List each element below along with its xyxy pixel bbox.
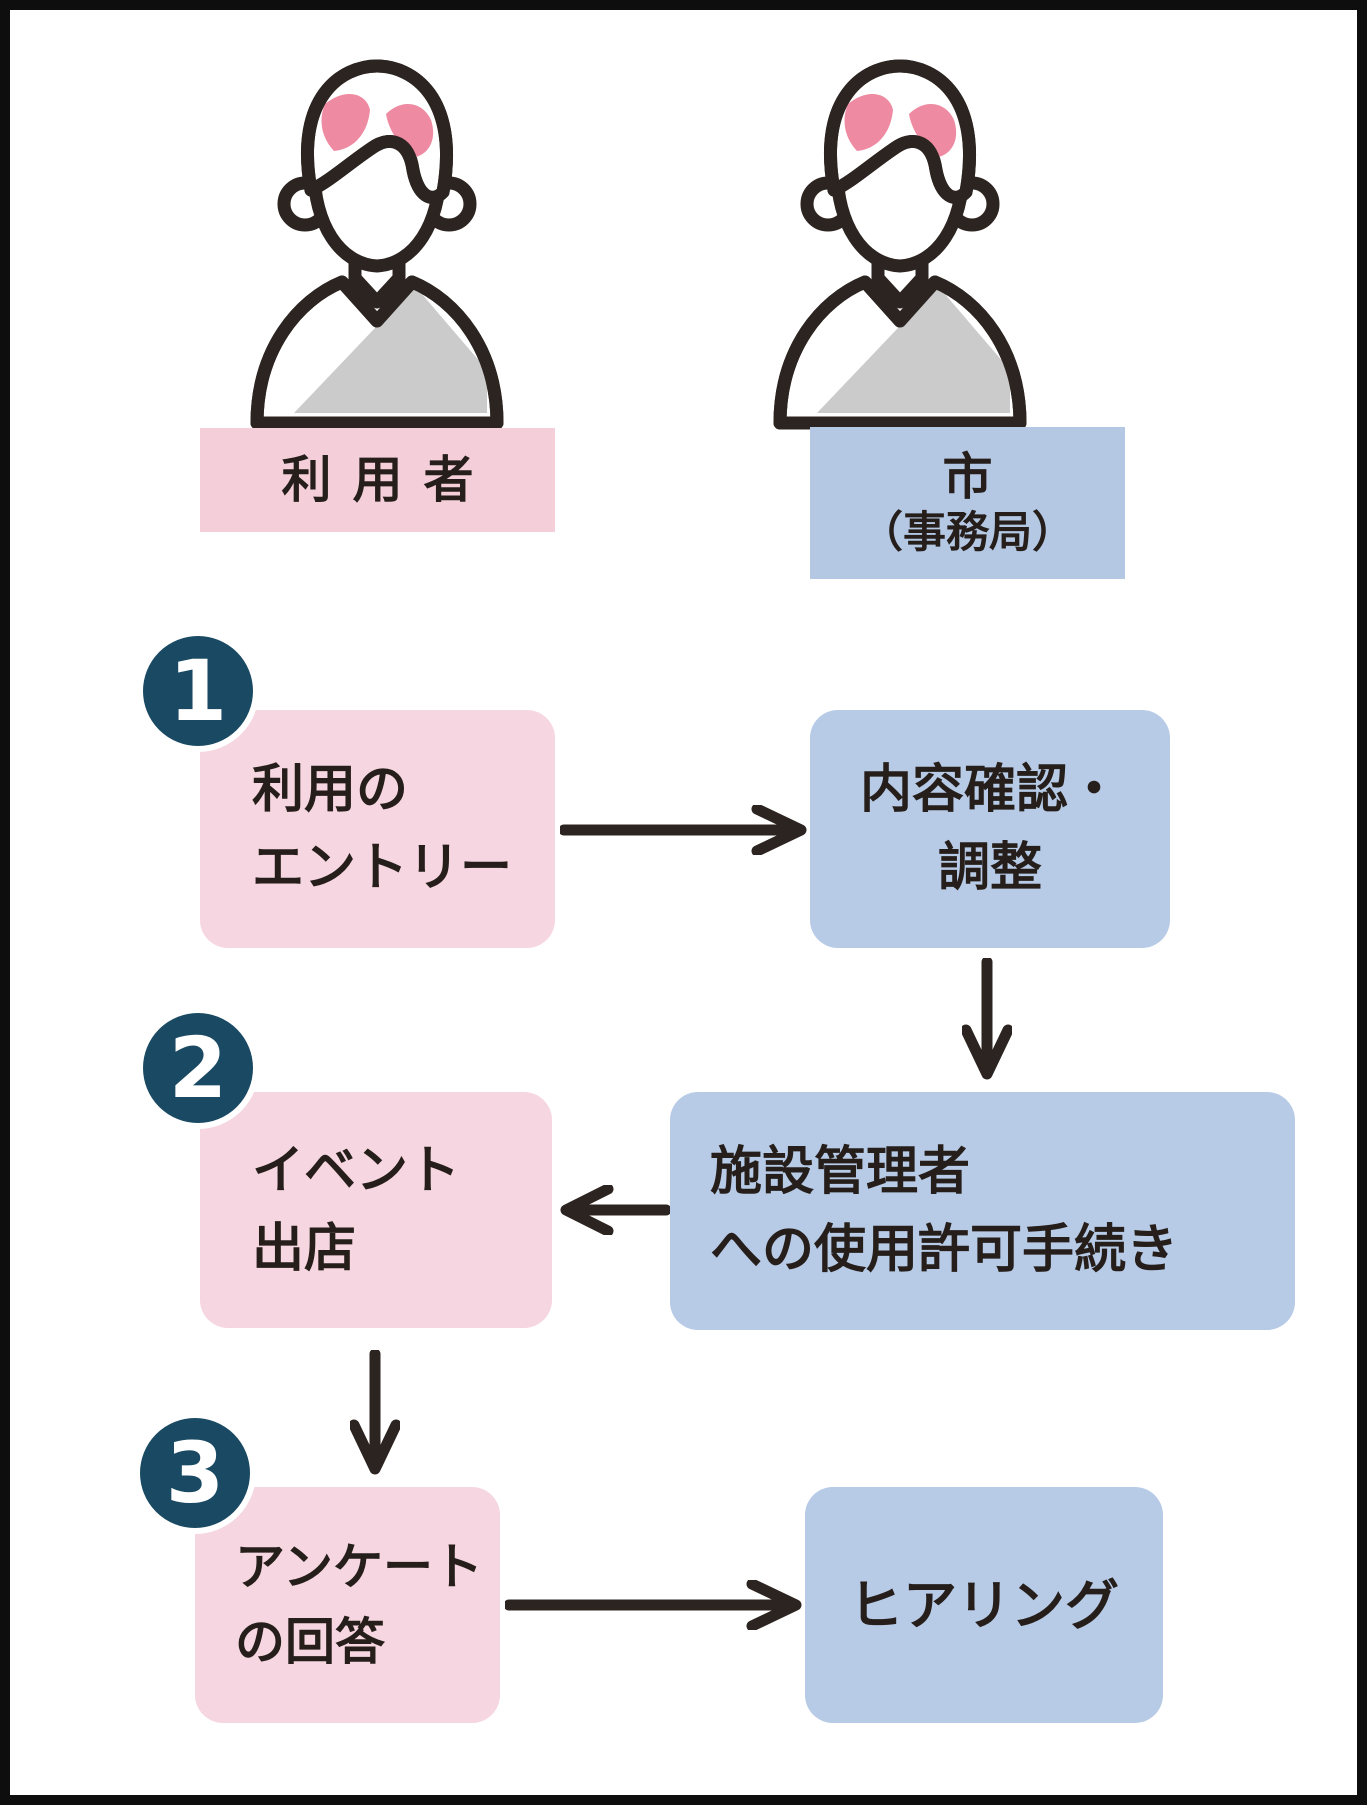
step-2-city-line1: 施設管理者 xyxy=(710,1142,971,1202)
step-2-user-box: イベント 出店 xyxy=(200,1092,552,1328)
step-1-number: 1 xyxy=(168,642,228,740)
step-3-badge: 3 xyxy=(134,1412,256,1534)
actor-city-text-line1: 市 xyxy=(942,447,993,506)
step-1-badge: 1 xyxy=(137,630,259,752)
step-2-user-line2: 出店 xyxy=(252,1219,357,1279)
step-3-city-box: ヒアリング xyxy=(805,1487,1163,1723)
step-1-user-box: 利用の エントリー xyxy=(200,710,555,948)
arrow-down-icon xyxy=(350,1350,400,1475)
step-1-user-line2: エントリー xyxy=(252,838,513,898)
arrow-right-icon xyxy=(505,1580,802,1630)
step-3-number: 3 xyxy=(165,1424,225,1522)
step-2-user-line1: イベント xyxy=(252,1141,461,1201)
arrow-left-icon xyxy=(560,1185,670,1235)
step-1-city-line1: 内容確認・ xyxy=(859,760,1120,820)
person-icon xyxy=(773,59,1027,430)
step-1-user-line1: 利用の xyxy=(252,760,409,820)
arrow-down-icon xyxy=(962,958,1012,1080)
actor-label-user: 利用者 xyxy=(200,428,555,532)
step-2-number: 2 xyxy=(168,1019,228,1117)
step-3-user-box: アンケート の回答 xyxy=(195,1487,500,1723)
step-3-city-line1: ヒアリング xyxy=(849,1573,1119,1637)
actor-city-text-line2: （事務局） xyxy=(860,508,1075,559)
step-1-city-box: 内容確認・ 調整 xyxy=(810,710,1170,948)
step-3-user-line2: の回答 xyxy=(235,1613,385,1671)
step-2-city-line2: への使用許可手続き xyxy=(710,1220,1179,1280)
arrow-right-icon xyxy=(560,805,807,855)
person-icon xyxy=(250,59,504,430)
step-2-badge: 2 xyxy=(137,1007,259,1129)
step-1-city-line2: 調整 xyxy=(937,838,1042,898)
step-2-city-box: 施設管理者 への使用許可手続き xyxy=(670,1092,1295,1330)
step-3-user-line1: アンケート xyxy=(235,1538,483,1596)
actor-label-city: 市 （事務局） xyxy=(810,427,1125,579)
actor-user-text: 利用者 xyxy=(281,450,495,509)
